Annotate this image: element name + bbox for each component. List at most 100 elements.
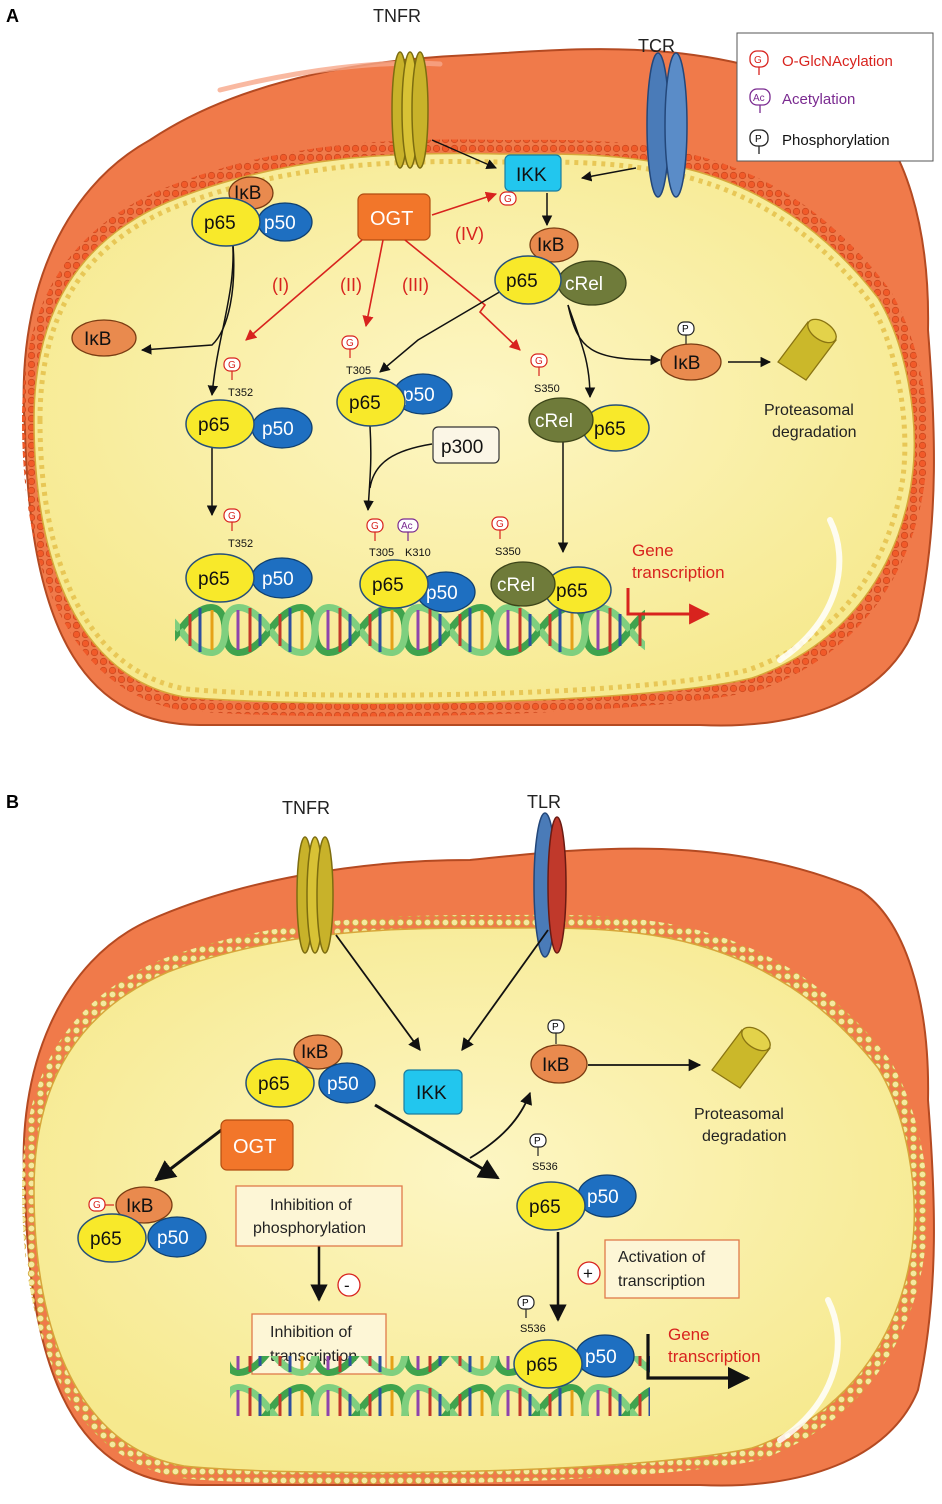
svg-text:OGT: OGT (370, 208, 413, 230)
svg-text:p65: p65 (506, 271, 538, 292)
svg-text:IκB: IκB (84, 329, 111, 350)
svg-text:IκB: IκB (542, 1055, 569, 1076)
legend-acetylation-icon: Ac (749, 88, 771, 113)
svg-text:p65: p65 (594, 419, 626, 440)
svg-text:p50: p50 (264, 213, 296, 234)
ikk-box-a: IKK (504, 154, 562, 192)
svg-text:p50: p50 (157, 1228, 189, 1249)
svg-text:P: P (522, 1298, 529, 1309)
route-i-label: (I) (272, 275, 289, 295)
nucleus-glare (777, 1297, 841, 1443)
svg-text:Ac: Ac (401, 521, 413, 532)
tnfr-label: TNFR (282, 798, 330, 818)
svg-text:p50: p50 (587, 1187, 619, 1208)
ogt-arrows-a (245, 191, 521, 351)
tnfr-receptor-a (391, 51, 429, 169)
svg-text:Inhibition of: Inhibition of (270, 1324, 352, 1341)
free-ikb: IκB (71, 319, 137, 357)
tnfr-label: TNFR (373, 6, 421, 26)
degradation-label-a-1: Proteasomal (764, 402, 854, 419)
svg-text:T305: T305 (346, 365, 371, 377)
svg-text:p50: p50 (327, 1074, 359, 1095)
svg-text:IKK: IKK (416, 1083, 447, 1104)
complex-p65-t305-mid: G T305 p50 p65 (336, 335, 453, 427)
svg-text:p50: p50 (262, 419, 294, 440)
activation-transcription-box: Activation of transcription (604, 1239, 740, 1299)
svg-text:IκB: IκB (537, 235, 564, 256)
svg-text:S350: S350 (534, 383, 560, 395)
svg-text:IκB: IκB (234, 183, 261, 204)
svg-text:p65: p65 (372, 575, 404, 596)
svg-text:phosphorylation: phosphorylation (253, 1220, 366, 1237)
svg-text:P: P (755, 134, 762, 145)
transcription-arrow-a (626, 588, 711, 625)
plus-sign: + (577, 1261, 601, 1285)
gene-label-a-2: transcription (632, 563, 725, 582)
complex-p65-t352-mid: G T352 p50 p65 (185, 357, 313, 449)
svg-text:IκB: IκB (126, 1196, 153, 1217)
svg-text:OGT: OGT (233, 1136, 276, 1158)
phospho-ikb-b: P IκB (530, 1019, 588, 1084)
complex-p65-t352-dna: G T352 p50 p65 (185, 508, 313, 603)
p300-box: p300 (432, 426, 500, 464)
svg-text:p65: p65 (349, 393, 381, 414)
svg-text:G: G (535, 356, 543, 367)
svg-text:P: P (534, 1136, 541, 1147)
legend-oglcnac-label: O-GlcNAcylation (782, 53, 893, 70)
svg-text:p65: p65 (198, 415, 230, 436)
route-ii-label: (II) (340, 275, 362, 295)
complex-crel-s350-dna: G S350 p65 cRel (490, 516, 612, 614)
route-iv-label: (IV) (455, 224, 484, 244)
svg-text:G: G (371, 521, 379, 532)
proteasome-icon-a (777, 318, 837, 381)
svg-text:p65: p65 (204, 213, 236, 234)
complex-p65-s536-dna: P S536 p50 p65 (513, 1295, 635, 1389)
svg-text:G: G (228, 511, 236, 522)
svg-text:cRel: cRel (535, 411, 573, 432)
nucleus-glare (777, 517, 843, 663)
tcr-receptor-a (646, 52, 688, 198)
svg-text:G: G (228, 360, 236, 371)
svg-text:-: - (344, 1276, 350, 1295)
svg-text:+: + (583, 1264, 593, 1283)
svg-text:T352: T352 (228, 538, 253, 550)
svg-text:p65: p65 (90, 1229, 122, 1250)
complex-p65-s536-mid: P S536 p50 p65 (516, 1133, 637, 1231)
ogt-box-b: OGT (220, 1119, 294, 1171)
svg-text:Activation of: Activation of (618, 1249, 706, 1266)
svg-text:S536: S536 (520, 1323, 546, 1335)
gene-label-b-2: transcription (668, 1347, 761, 1366)
svg-text:p300: p300 (441, 437, 483, 458)
svg-text:p50: p50 (262, 569, 294, 590)
svg-text:Inhibition of: Inhibition of (270, 1197, 352, 1214)
svg-text:p65: p65 (556, 581, 588, 602)
tnfr-receptor-b (296, 836, 334, 954)
svg-text:p50: p50 (426, 583, 458, 604)
svg-text:IκB: IκB (673, 353, 700, 374)
svg-text:p65: p65 (529, 1197, 561, 1218)
degradation-label-b-2: degradation (702, 1128, 787, 1145)
complex-g-ikb-p65-p50-b: G IκB p50 p65 (77, 1186, 207, 1263)
svg-text:p50: p50 (585, 1347, 617, 1368)
degradation-label-a-2: degradation (772, 424, 857, 441)
complex-ikb-p65-p50-top: IκB p50 p65 (191, 176, 313, 247)
pathway-arrows-a (140, 139, 772, 554)
svg-text:p65: p65 (198, 569, 230, 590)
inhibition-phosphorylation-box: Inhibition of phosphorylation (235, 1185, 403, 1247)
complex-ikb-p65-crel: IκB cRel p65 (494, 227, 627, 306)
tlr-receptor-b (533, 812, 567, 958)
svg-text:G: G (93, 1200, 101, 1211)
svg-text:cRel: cRel (497, 575, 535, 596)
ogt-box-a: OGT (357, 193, 431, 241)
svg-text:S350: S350 (495, 546, 521, 558)
panel-letter: B (6, 792, 19, 812)
svg-text:Ac: Ac (753, 93, 765, 104)
complex-ikb-p65-p50-b: IκB p50 p65 (245, 1034, 376, 1108)
svg-text:G: G (504, 194, 512, 205)
svg-text:p65: p65 (526, 1355, 558, 1376)
legend-phosphorylation-label: Phosphorylation (782, 132, 890, 149)
legend-oglcnac-icon: G (749, 50, 769, 75)
phospho-ikb-a: P IκB (660, 321, 722, 381)
minus-sign: - (337, 1273, 361, 1297)
